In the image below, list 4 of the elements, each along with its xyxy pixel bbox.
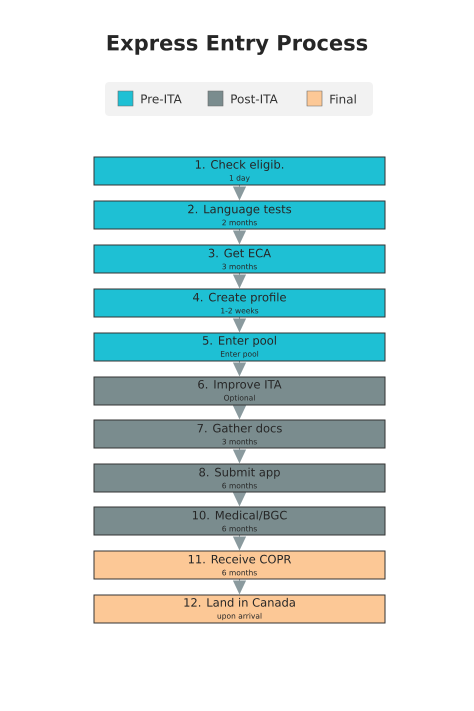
title: Express Entry Process bbox=[108, 35, 368, 55]
legend-label: Final bbox=[330, 94, 356, 104]
legend-label: Pre-ITA bbox=[141, 94, 182, 104]
legend-label: Post-ITA bbox=[231, 94, 278, 104]
